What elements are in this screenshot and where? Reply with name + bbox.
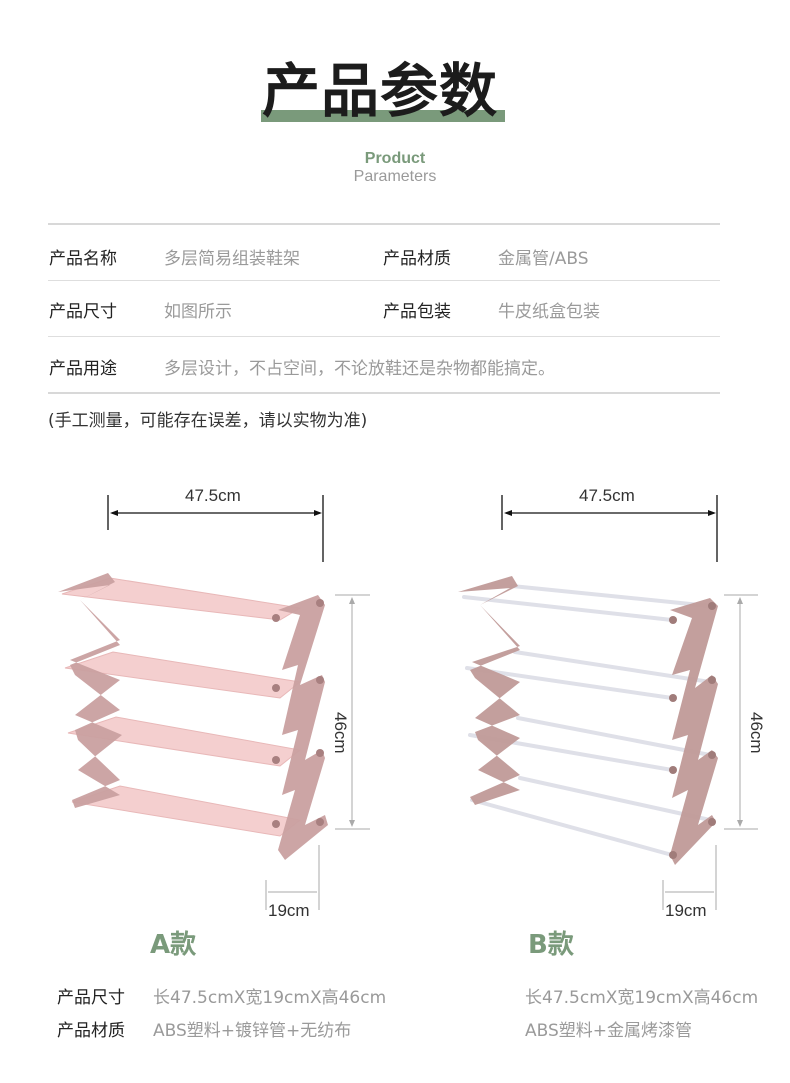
variant-a-size: 长47.5cmX宽19cmX高46cm	[153, 988, 387, 1008]
variant-b-image	[440, 470, 780, 930]
measurement-note: (手工测量，可能存在误差，请以实物为准)	[48, 411, 368, 431]
param-label-usage: 产品用途	[49, 359, 117, 379]
param-label-size: 产品尺寸	[49, 302, 117, 322]
variant-b-title: B款	[528, 930, 574, 960]
spec-material-label: 产品材质	[57, 1021, 125, 1041]
param-value-size: 如图所示	[164, 302, 232, 322]
param-label-name: 产品名称	[49, 249, 117, 269]
variant-b-height-label: 46cm	[747, 712, 766, 754]
variant-b-depth-label: 19cm	[665, 901, 707, 920]
variant-a-height-label: 46cm	[331, 712, 350, 754]
variant-a-title: A款	[150, 930, 197, 960]
variant-a-image	[50, 470, 390, 930]
param-value-material: 金属管/ABS	[498, 249, 589, 269]
page-title: 产品参数	[262, 57, 499, 125]
title-underline	[261, 110, 505, 122]
param-label-material: 产品材质	[383, 249, 451, 269]
divider	[48, 336, 720, 337]
variant-a-material: ABS塑料+镀锌管+无纺布	[153, 1021, 352, 1041]
param-value-name: 多层简易组装鞋架	[164, 249, 300, 269]
variant-a-width-label: 47.5cm	[185, 486, 241, 505]
subtitle-parameters: Parameters	[353, 168, 437, 185]
subtitle-product: Product	[364, 150, 426, 167]
divider	[48, 223, 720, 225]
param-value-packaging: 牛皮纸盒包装	[498, 302, 600, 322]
variant-b-material: ABS塑料+金属烤漆管	[525, 1021, 693, 1041]
spec-size-label: 产品尺寸	[57, 988, 125, 1008]
shoe-rack-a-illustration	[58, 495, 370, 910]
param-value-usage: 多层设计，不占空间，不论放鞋还是杂物都能搞定。	[164, 359, 555, 379]
variant-b-size: 长47.5cmX宽19cmX高46cm	[525, 988, 759, 1008]
param-label-packaging: 产品包装	[383, 302, 451, 322]
variant-a-depth-label: 19cm	[268, 901, 310, 920]
variant-b-width-label: 47.5cm	[579, 486, 635, 505]
divider	[48, 280, 720, 281]
shoe-rack-b-illustration	[458, 495, 758, 910]
divider	[48, 392, 720, 394]
